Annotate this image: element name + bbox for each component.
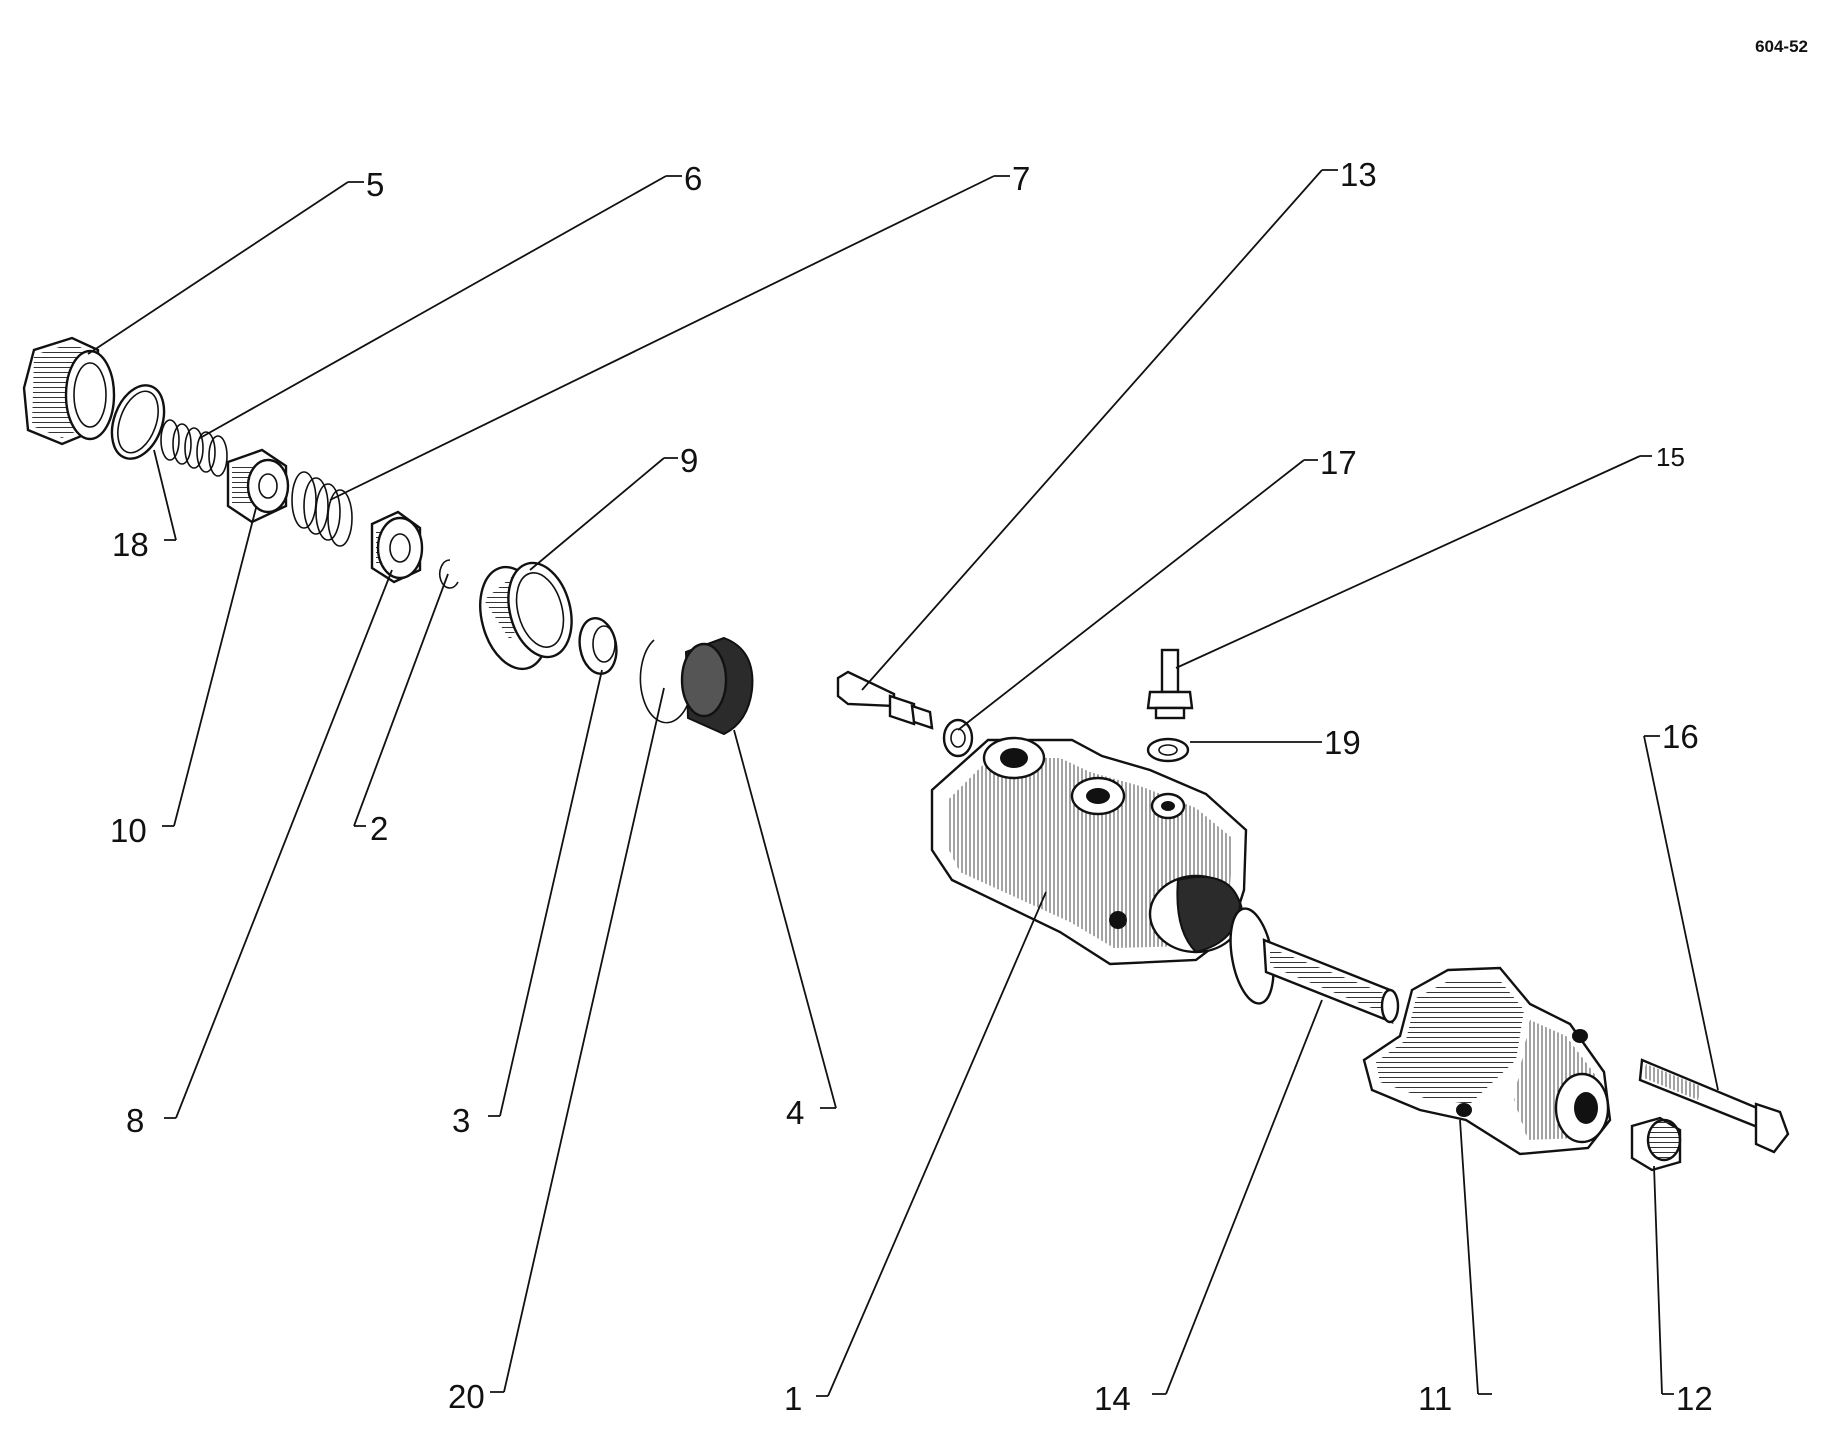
callout-14: 14 (1094, 1380, 1131, 1417)
part-12-nut (1630, 1116, 1682, 1172)
callout-10: 10 (110, 812, 147, 849)
callout-18: 18 (112, 526, 149, 563)
callout-13: 13 (1340, 156, 1377, 193)
part-2-snap-ring (439, 559, 459, 589)
callout-17: 17 (1320, 444, 1357, 481)
part-18-gasket (110, 384, 166, 460)
part-19-washer (1146, 737, 1190, 763)
part-8-spring-cup (370, 510, 424, 584)
figure-code: 604-52 (1755, 37, 1808, 56)
part-7-large-spring (291, 471, 353, 547)
part-17-washer (942, 718, 974, 758)
part-16-bolt (1638, 1058, 1790, 1154)
callout-4: 4 (786, 1094, 804, 1131)
callout-12: 12 (1676, 1380, 1713, 1417)
part-13-bleeder-screw (836, 670, 934, 730)
callout-3: 3 (452, 1102, 470, 1139)
part-14-push-rod (1229, 907, 1400, 1024)
part-1-housing (930, 736, 1248, 966)
callout-6: 6 (684, 160, 702, 197)
callout-5: 5 (366, 166, 384, 203)
callout-8: 8 (126, 1102, 144, 1139)
callout-15: 15 (1656, 442, 1685, 472)
part-15-nipple (1146, 648, 1194, 720)
callout-20: 20 (448, 1378, 485, 1415)
callout-9: 9 (680, 442, 698, 479)
part-4-piston-cap (680, 636, 754, 736)
part-6-small-spring (160, 419, 228, 477)
callout-7: 7 (1012, 160, 1030, 197)
callout-16: 16 (1662, 718, 1699, 755)
callout-11: 11 (1418, 1380, 1452, 1417)
part-9-threaded-sleeve (479, 561, 573, 671)
callout-19: 19 (1324, 724, 1361, 761)
part-3-ring-bushing (578, 617, 618, 675)
part-10-bushing (226, 448, 290, 524)
callout-2: 2 (370, 810, 388, 847)
callout-1: 1 (784, 1380, 802, 1417)
part-5-hex-plug (22, 336, 116, 446)
part-11-end-cover (1362, 966, 1612, 1156)
leader-lines (87, 169, 1719, 1397)
